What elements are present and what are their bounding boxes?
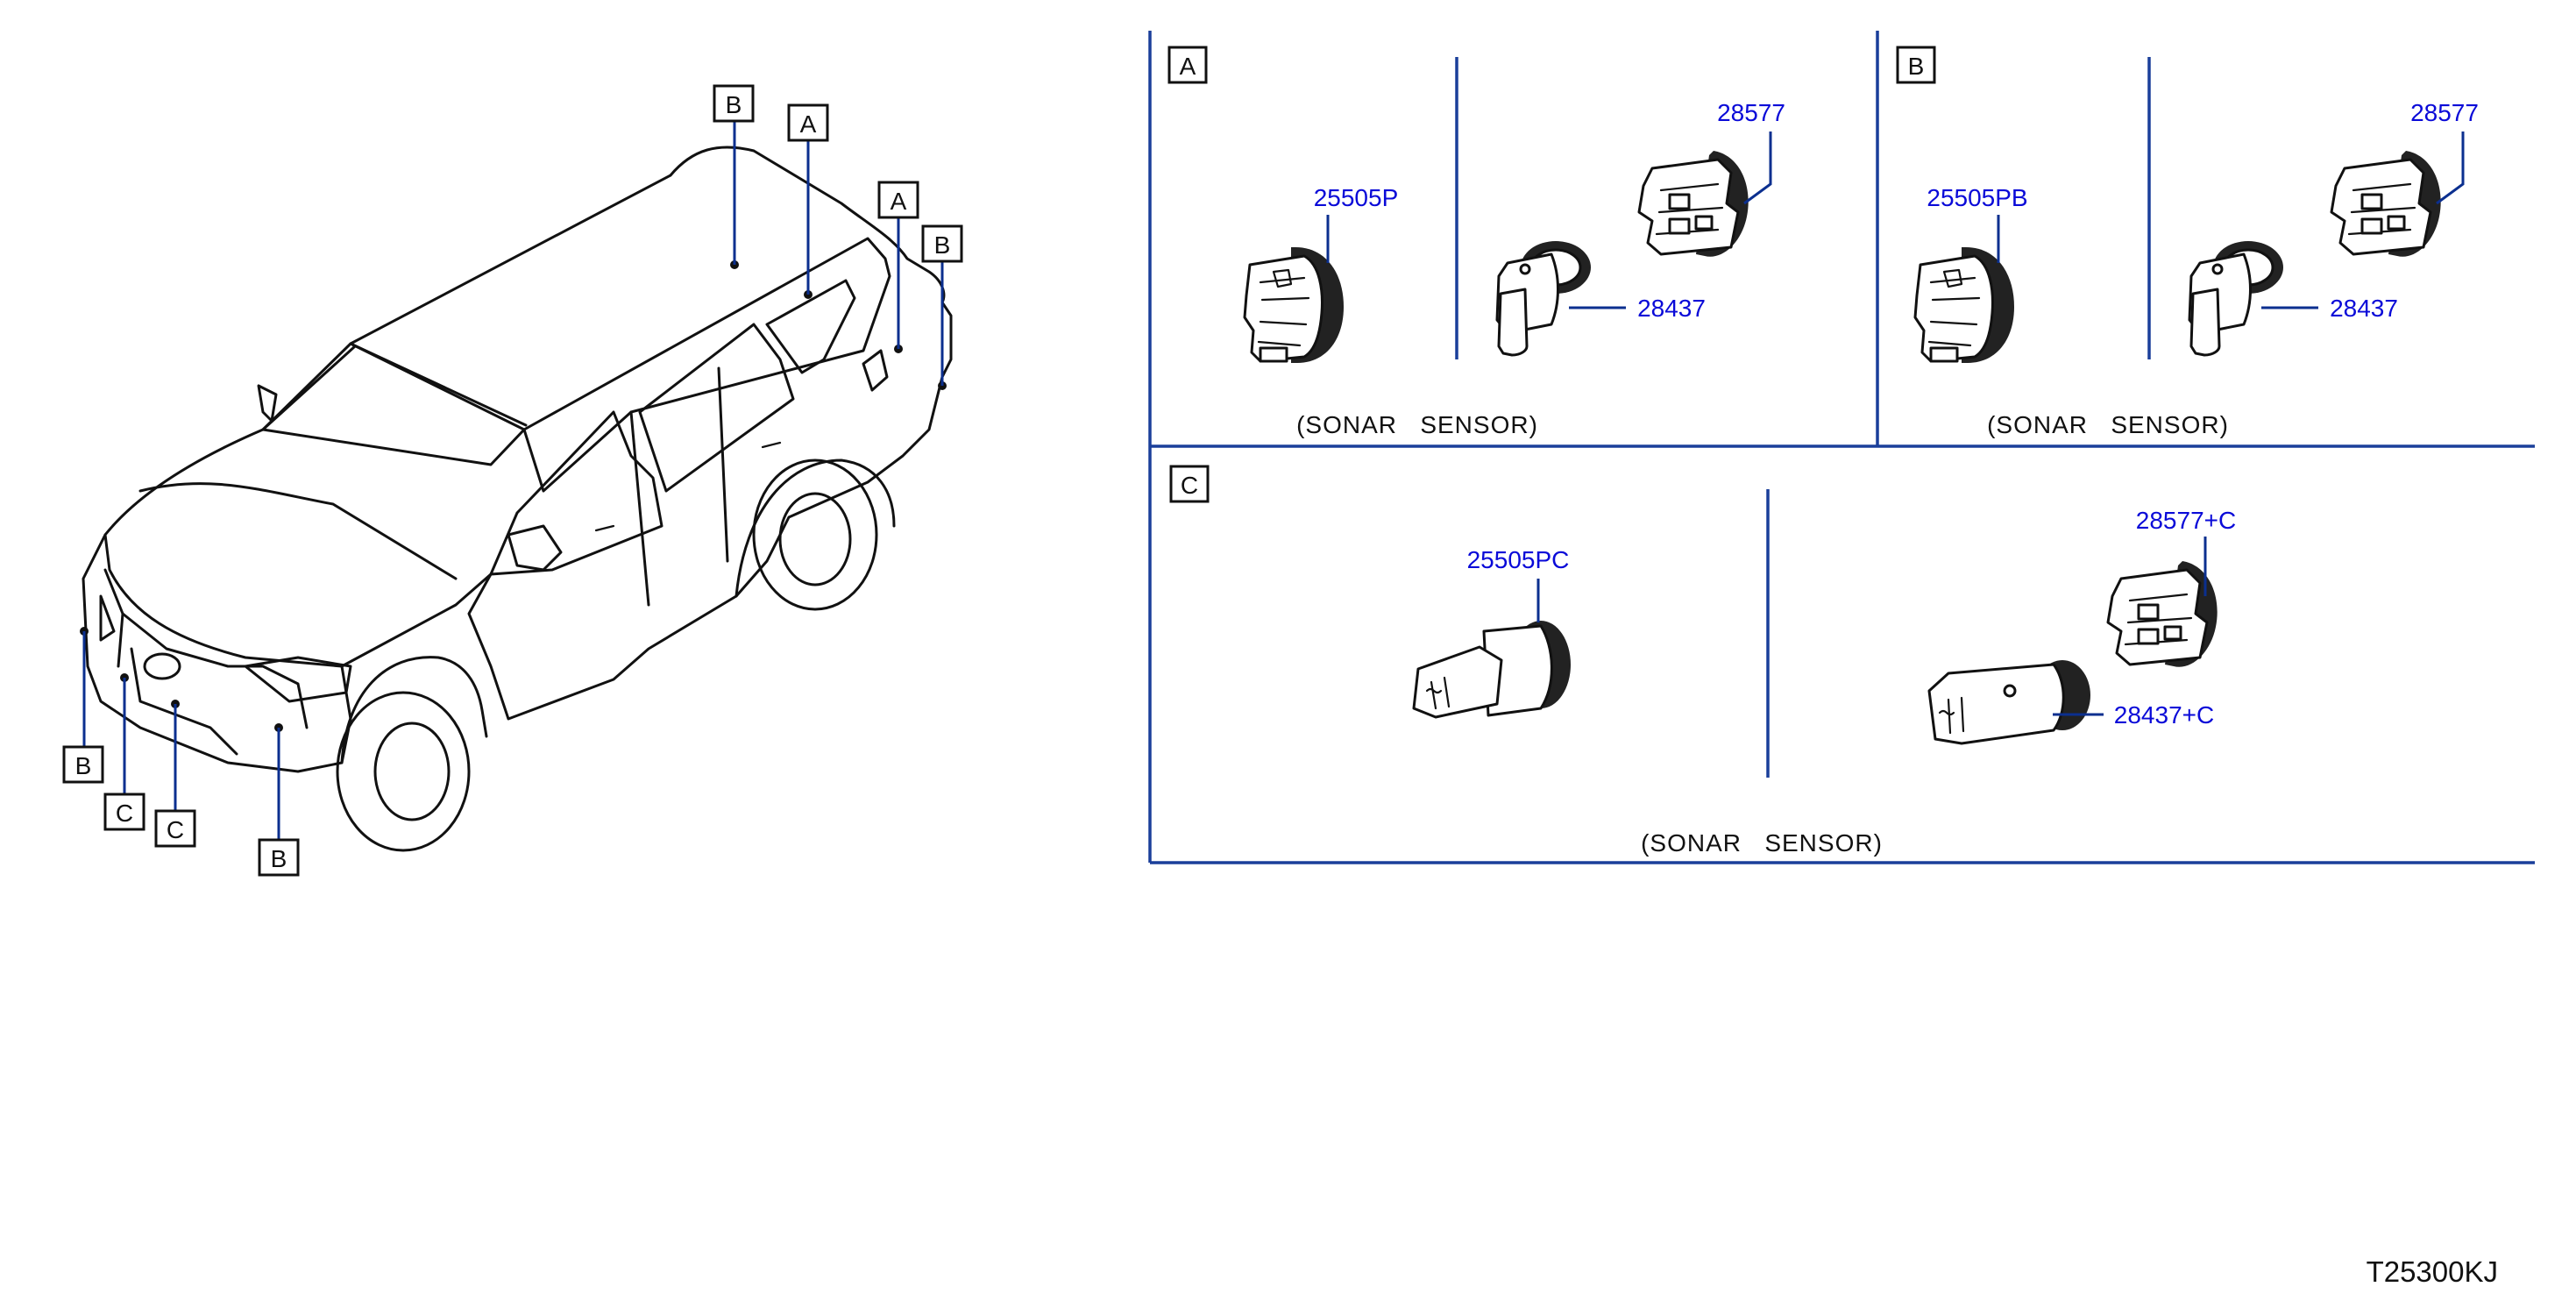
svg-text:B: B [1908,53,1925,80]
panel-b-part-2: 28577 [2410,99,2479,126]
diagram-code: T25300KJ [2367,1255,2498,1288]
vehicle-callout-3: A [877,181,919,219]
panel-a-sensor-25505p [1243,245,1345,365]
svg-text:B: B [934,231,951,259]
panel-frames [1148,31,2535,864]
panel-c-part-1: 25505PC [1467,546,1570,573]
svg-text:B: B [75,752,92,779]
svg-text:A: A [1180,53,1196,80]
svg-text:B: B [271,845,287,872]
panel-a: A 25505P 28577 28437 (SONAR SENSOR) [1167,46,1785,438]
panel-b-part-1: 25505PB [1927,184,2027,211]
panel-c-part-3: 28437+C [2114,701,2214,729]
panel-b-label: B [1896,46,1936,84]
panel-a-holder-28577 [1637,149,1750,259]
panel-c-sensor-25505pc [1412,619,1572,719]
panel-a-label: A [1167,46,1208,84]
panel-c-caption: (SONAR SENSOR) [1641,829,1883,857]
panel-b-holder-28577 [2330,149,2443,259]
panel-c: C 25505PC 28577+C 28437+C (SONAR SENSOR) [1169,465,2236,857]
vehicle-illustration [80,121,953,852]
panel-a-part-2: 28577 [1717,99,1785,126]
vehicle-callout-7: C [154,809,196,848]
svg-text:A: A [891,188,907,215]
panel-b-caption: (SONAR SENSOR) [1987,411,2229,438]
panel-c-cylinder-28437c [1927,658,2092,745]
panel-a-part-1: 25505P [1314,184,1399,211]
panel-a-part-3: 28437 [1637,295,1706,322]
panel-b: B 25505PB 28577 28437 (SONAR SENSOR) [1896,46,2479,438]
vehicle-callout-1: B [713,84,755,123]
panel-b-part-3: 28437 [2330,295,2398,322]
panel-c-part-2: 28577+C [2136,507,2236,534]
svg-text:B: B [726,91,742,118]
svg-text:C: C [116,800,133,827]
panel-c-label: C [1169,465,1210,503]
panel-a-cylinder-28437 [1495,239,1593,357]
vehicle-callout-4: B [921,224,963,263]
panel-a-caption: (SONAR SENSOR) [1296,411,1538,438]
vehicle-callout-5: B [62,745,104,784]
svg-text:C: C [1181,472,1198,499]
panel-b-sensor-25505pb [1913,245,2016,365]
panel-c-holder-28577c [2106,559,2219,669]
svg-text:C: C [167,816,184,843]
vehicle-callout-8: B [258,838,300,877]
vehicle-callout-6: C [103,793,145,831]
svg-text:A: A [800,110,817,138]
panel-b-cylinder-28437 [2188,239,2285,357]
vehicle-callout-2: A [787,103,829,142]
